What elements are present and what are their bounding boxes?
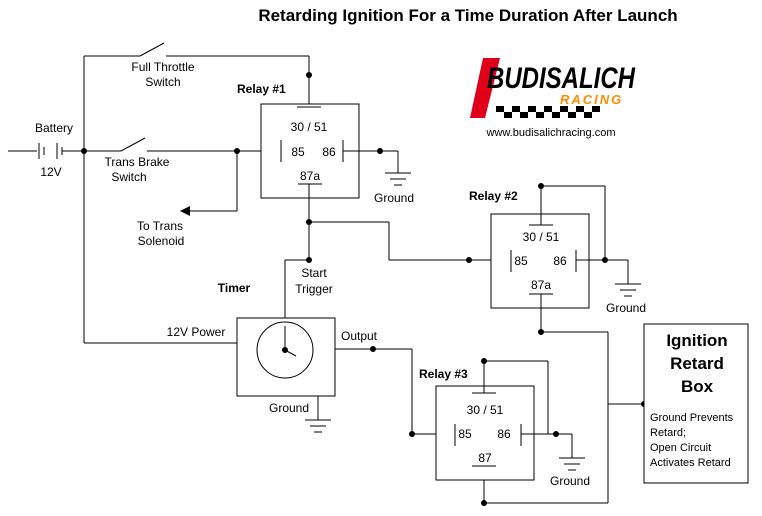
retard-box-title-1: Ignition (666, 331, 727, 350)
relay-3: Relay #3 30 / 51 85 86 87 (419, 367, 535, 481)
budisalich-racing-logo: BUDISALICH RACING www.budisalichracing.c… (470, 58, 636, 139)
logo-name: BUDISALICH (487, 62, 636, 95)
ground-icon (305, 419, 331, 433)
logo-url: www.budisalichracing.com (486, 127, 616, 139)
retard-box-outline (643, 323, 749, 484)
solenoid-label-1: To Trans (137, 219, 183, 233)
relay-1-name: Relay #1 (237, 82, 286, 96)
relay-2-pin-87: 87a (531, 278, 551, 292)
relay-3-pin-com: 30 / 51 (467, 403, 504, 417)
relay-1-ground-label: Ground (374, 191, 414, 205)
relay-3-pin-87: 87 (478, 451, 492, 465)
relay-2: Relay #2 30 / 51 85 86 87a (469, 189, 590, 309)
battery-label: Battery (35, 121, 73, 135)
relay-1-pin-85: 85 (291, 145, 305, 159)
trans-brake-switch: Trans Brake Switch (84, 137, 281, 184)
full-throttle-label-1: Full Throttle (131, 60, 194, 74)
timer: Timer Ground (218, 281, 336, 433)
battery: Battery 12V (8, 121, 84, 179)
retard-box-note-3: Open Circuit (650, 442, 711, 454)
retard-box-note-2: Retard; (650, 427, 686, 439)
relay-3-name: Relay #3 (419, 367, 468, 381)
ground-icon (559, 457, 585, 471)
timer-name: Timer (218, 281, 251, 295)
logo-sub: RACING (560, 92, 623, 107)
relay-2-pin-85: 85 (514, 254, 528, 268)
timer-start-label-2: Trigger (295, 282, 333, 296)
trans-brake-label-1: Trans Brake (105, 155, 170, 169)
relay-3-box (435, 385, 535, 481)
trans-solenoid-output: To Trans Solenoid (137, 151, 238, 248)
full-throttle-label-2: Switch (145, 75, 180, 89)
retard-box-note-1: Ground Prevents (650, 412, 734, 424)
relay-1-pin-com: 30 / 51 (291, 120, 328, 134)
timer-start-label-1: Start (301, 266, 327, 280)
relay-1: Relay #1 30 / 51 85 86 87a (237, 82, 360, 199)
retard-box-title-2: Retard (670, 354, 724, 373)
relay-2-name: Relay #2 (469, 189, 518, 203)
trans-brake-label-2: Switch (111, 170, 146, 184)
switch-blade (120, 137, 146, 152)
solenoid-label-2: Solenoid (138, 234, 185, 248)
battery-voltage: 12V (40, 165, 61, 179)
retard-box-note-4: Activates Retard (650, 457, 731, 469)
ground-icon (385, 172, 411, 186)
logo-red-stripe (470, 58, 500, 118)
diagram-title: Retarding Ignition For a Time Duration A… (258, 6, 677, 25)
relay-1-pin-86: 86 (322, 145, 336, 159)
clock-icon (256, 321, 314, 379)
arrow-left-icon (180, 206, 190, 216)
timer-ground-label: Ground (269, 401, 309, 415)
relay-1-pin-87: 87a (300, 169, 320, 183)
relay-3-pin-85: 85 (458, 427, 472, 441)
timer-box (236, 317, 336, 397)
full-throttle-switch: Full Throttle Switch (84, 42, 309, 89)
retard-box-title-3: Box (681, 377, 714, 396)
ground-icon (615, 283, 641, 297)
relay-3-ground-label: Ground (550, 474, 590, 488)
relay-2-box (490, 213, 590, 309)
logo-checker-flag (496, 106, 600, 118)
relay-2-ground-label: Ground (606, 301, 646, 315)
relay-2-pin-com: 30 / 51 (523, 230, 560, 244)
timer-output-label: Output (341, 329, 378, 343)
timer-power-label: 12V Power (167, 325, 226, 339)
relay-2-pin-86: 86 (553, 254, 567, 268)
ignition-retard-box: Ignition Retard Box Ground Prevents Reta… (643, 323, 749, 484)
switch-blade (139, 42, 165, 57)
relay-3-pin-86: 86 (497, 427, 511, 441)
